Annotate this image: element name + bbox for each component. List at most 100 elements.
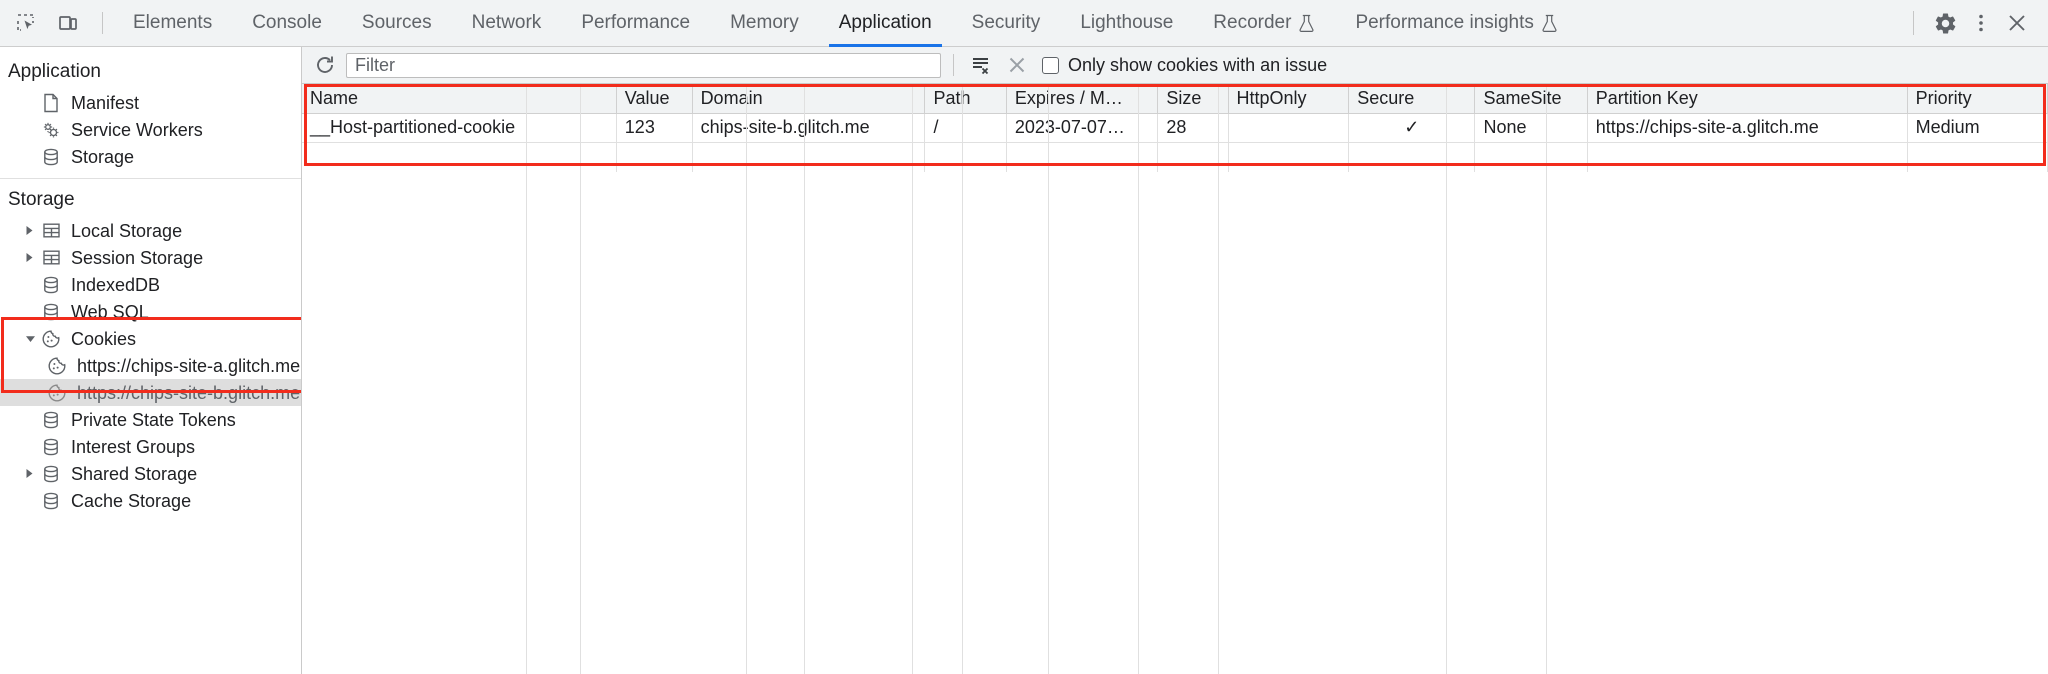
column-header-name[interactable]: Name [302,84,617,114]
filler-cell [1228,142,1350,171]
sidebar-item-session-storage[interactable]: Session Storage [0,244,301,271]
sidebar-item-service-workers[interactable]: Service Workers [0,116,301,143]
filter-input[interactable] [346,52,941,78]
chevron-down-icon[interactable] [22,331,38,347]
database-icon [40,410,62,430]
column-header-domain[interactable]: Domain [692,84,926,114]
tab-application[interactable]: Application [819,0,952,47]
filler-cell [1907,142,2048,171]
clear-all-cookies-icon[interactable] [1002,51,1032,79]
tab-network[interactable]: Network [452,0,562,47]
sidebar-item-indexeddb[interactable]: IndexedDB [0,271,301,298]
experiment-flask-icon [1541,14,1558,33]
sidebar-item-label: IndexedDB [71,274,161,295]
table-row[interactable]: __Host-partitioned-cookie 123 chips-site… [302,113,2048,143]
column-rules [302,84,2048,674]
sidebar-item-label: Shared Storage [71,463,198,484]
device-toolbar-icon[interactable] [50,7,86,39]
tab-elements[interactable]: Elements [113,0,232,47]
column-header-secure[interactable]: Secure [1348,84,1476,114]
table-filler-row [302,142,2048,171]
column-header-partition-key[interactable]: Partition Key [1587,84,1908,114]
column-rule [804,84,805,674]
filler-cell [692,142,926,171]
only-show-issues-checkbox[interactable]: Only show cookies with an issue [1042,55,1327,76]
cookies-table-body: __Host-partitioned-cookie 123 chips-site… [302,113,2048,171]
database-icon [40,275,62,295]
sidebar-section-storage-title: Storage [8,189,75,210]
tab-label: Recorder [1213,12,1292,33]
close-icon[interactable] [2000,7,2034,39]
tabbar-divider [102,12,103,34]
refresh-icon[interactable] [310,51,340,79]
column-rule [1218,84,1219,674]
chevron-right-icon[interactable] [22,466,38,482]
sidebar-item-manifest[interactable]: Manifest [0,89,301,116]
gears-icon [40,120,62,140]
sidebar-item-cookie-origin-a[interactable]: https://chips-site-a.glitch.me [0,352,301,379]
tabbar-left-icons [0,7,113,39]
tabbar-right-divider [1913,11,1914,35]
tab-sources[interactable]: Sources [342,0,452,47]
column-header-value[interactable]: Value [616,84,693,114]
column-header-httponly[interactable]: HttpOnly [1228,84,1350,114]
tab-memory[interactable]: Memory [710,0,819,47]
cell-samesite: None [1474,113,1588,143]
column-rule [1546,84,1547,674]
sidebar-item-label: Session Storage [71,247,204,268]
sidebar-item-private-state-tokens[interactable]: Private State Tokens [0,406,301,433]
tab-console[interactable]: Console [232,0,342,47]
cell-value: 123 [616,113,693,143]
column-rule [912,84,913,674]
column-header-samesite[interactable]: SameSite [1474,84,1588,114]
sidebar-item-interest-groups[interactable]: Interest Groups [0,433,301,460]
sidebar-item-cache-storage[interactable]: Cache Storage [0,487,301,514]
sidebar-item-label: Local Storage [71,220,183,241]
column-rule [1048,84,1049,674]
sidebar-item-cookies[interactable]: Cookies [0,325,301,352]
sidebar-item-label: Interest Groups [71,436,196,457]
clear-filtered-cookies-icon[interactable] [966,51,996,79]
chevron-right-icon[interactable] [22,223,38,239]
sidebar-item-label: Cookies [71,328,137,349]
chevron-right-icon[interactable] [22,250,38,266]
sidebar-item-web-sql[interactable]: Web SQL [0,298,301,325]
column-header-priority[interactable]: Priority [1907,84,2048,114]
cell-domain: chips-site-b.glitch.me [692,113,926,143]
sidebar-item-cookie-origin-b[interactable]: https://chips-site-b.glitch.me [0,379,301,406]
column-rule [526,84,527,674]
column-rule [746,84,747,674]
filler-cell [1587,142,1908,171]
database-icon [40,437,62,457]
sidebar-item-label: Web SQL [71,301,149,322]
column-header-expires[interactable]: Expires / M… [1006,84,1159,114]
database-icon [40,302,62,322]
filler-cell [302,142,617,171]
column-header-path[interactable]: Path [924,84,1007,114]
column-header-size[interactable]: Size [1157,84,1229,114]
tab-label: Security [971,12,1041,33]
tab-label: Performance [581,12,691,33]
tab-label: Lighthouse [1080,12,1174,33]
settings-gear-icon[interactable] [1928,7,1962,39]
sidebar-item-storage[interactable]: Storage [0,143,301,170]
cell-priority: Medium [1907,113,2048,143]
tab-performance[interactable]: Performance [561,0,710,47]
tab-label: Performance insights [1355,12,1534,33]
more-options-icon[interactable] [1964,7,1998,39]
tab-performance-insights[interactable]: Performance insights [1335,0,1577,47]
tab-recorder[interactable]: Recorder [1193,0,1335,47]
tab-label: Elements [133,12,213,33]
sidebar-item-shared-storage[interactable]: Shared Storage [0,460,301,487]
sidebar-item-label: Storage [71,146,135,167]
tab-lighthouse[interactable]: Lighthouse [1060,0,1193,47]
filler-cell [616,142,693,171]
sidebar-item-local-storage[interactable]: Local Storage [0,217,301,244]
cell-size: 28 [1157,113,1229,143]
experiment-flask-icon [1298,14,1315,33]
inspect-element-icon[interactable] [8,7,44,39]
tab-security[interactable]: Security [952,0,1061,47]
checkbox-box[interactable] [1042,56,1059,74]
sidebar-item-label: https://chips-site-a.glitch.me [77,355,301,376]
toolbar-divider [953,54,954,76]
